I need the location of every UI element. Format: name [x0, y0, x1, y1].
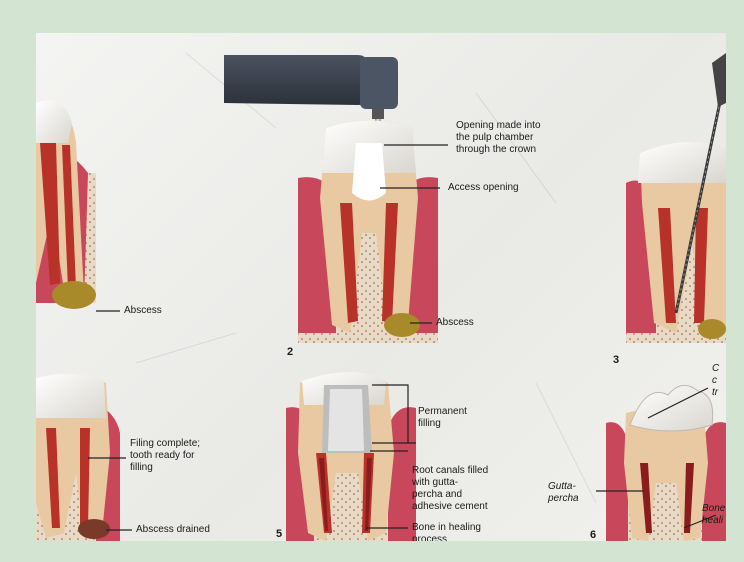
step-number-3: 3: [613, 354, 619, 366]
step-number-6: 6: [590, 529, 596, 541]
label-bone-healing-middle: Bone in healing process: [412, 522, 522, 541]
label-crown-partial: C c tr: [712, 363, 726, 399]
label-abscess-middle: Abscess: [436, 317, 496, 329]
label-root-canals-filled: Root canals filled with gutta- percha an…: [412, 465, 522, 513]
tooth-step-5: [286, 372, 416, 541]
tooth-step-3: [626, 53, 726, 343]
label-access-opening: Access opening: [448, 182, 548, 194]
label-gutta-percha: Gutta- percha: [548, 481, 598, 505]
label-abscess-left: Abscess: [124, 305, 184, 317]
label-opening-pulp-chamber: Opening made into the pulp chamber throu…: [456, 120, 576, 156]
label-abscess-drained: Abscess drained: [136, 524, 246, 536]
tooth-step-1: [36, 101, 120, 312]
tooth-step-4: [36, 374, 132, 541]
step-number-2: 2: [287, 346, 293, 358]
dental-poster-photo: 2 3 5 6 Opening made into the pulp chamb…: [36, 33, 726, 541]
step-number-5: 5: [276, 528, 282, 540]
label-permanent-filling: Permanent filling: [418, 406, 498, 430]
tooth-step-2: [224, 55, 448, 343]
label-filling-complete: Filing complete; tooth ready for filling: [130, 438, 240, 474]
label-bone-healing-right: Bone heali: [702, 503, 726, 527]
